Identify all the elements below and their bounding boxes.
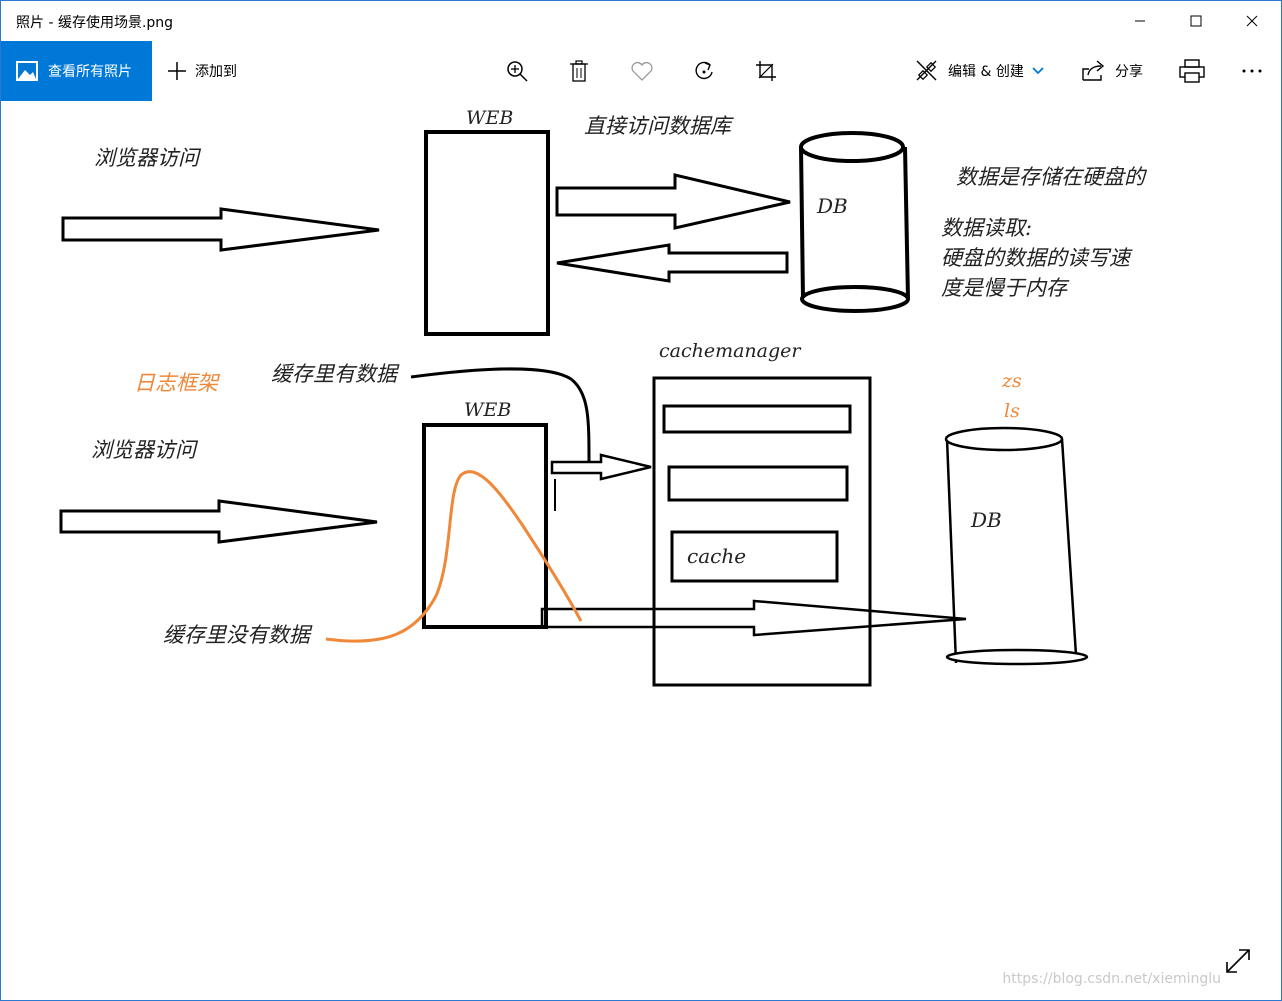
cache-has-data-label: 缓存里有数据 [271, 362, 400, 386]
minimize-icon [1135, 20, 1145, 22]
cache-no-data-label: 缓存里没有数据 [163, 623, 313, 647]
top-db-cylinder [799, 131, 910, 313]
bottom-db-cylinder [944, 426, 1089, 666]
maximize-icon [1190, 15, 1202, 27]
photo-icon [16, 61, 38, 81]
cache-slot-2 [667, 465, 849, 502]
view-all-photos-label: 查看所有照片 [48, 64, 132, 80]
minimize-button[interactable] [1111, 1, 1169, 41]
top-browser-arrow [61, 207, 380, 252]
cache-scenario-diagram: 浏览器访问 WEB 直接访问数据库 DB 数据是存储在硬盘的 数据读取: 硬盘的… [59, 107, 1148, 687]
top-browser-label: 浏览器访问 [94, 146, 202, 170]
edit-create-button[interactable]: 编辑 & 创建 [914, 41, 1044, 101]
close-icon [1246, 15, 1258, 27]
edit-create-icon [916, 60, 937, 81]
rotate-icon [695, 61, 713, 80]
maximize-button[interactable] [1167, 1, 1225, 41]
crop-icon [756, 61, 776, 81]
image-canvas[interactable]: 浏览器访问 WEB 直接访问数据库 DB 数据是存储在硬盘的 数据读取: 硬盘的… [1, 101, 1281, 1000]
watermark: https://blog.csdn.net/xieminglu [1002, 971, 1221, 987]
web-to-db-miss-arrow [540, 599, 967, 637]
bottom-web-label: WEB [464, 399, 511, 421]
bottom-browser-label: 浏览器访问 [91, 438, 199, 462]
expand-icon[interactable] [1223, 946, 1253, 976]
plus-icon [168, 62, 186, 80]
add-to-button[interactable]: 添加到 [167, 41, 237, 101]
view-all-photos-button[interactable]: 查看所有照片 [1, 41, 152, 101]
heart-icon [631, 61, 653, 81]
cache-label: cache [687, 544, 746, 568]
db-to-web-arrow [556, 243, 789, 283]
cachemanager-label: cachemanager [659, 340, 802, 362]
cache-slot-3 [670, 530, 839, 583]
zs-label: zs [1001, 370, 1022, 392]
zoom-in-icon [507, 61, 528, 82]
edit-create-label: 编辑 & 创建 [948, 64, 1024, 80]
more-icon [1242, 69, 1262, 73]
note-read-line-3: 度是慢于内存 [941, 276, 1070, 300]
note-read-line-2: 硬盘的数据的读写速 [941, 246, 1133, 270]
rotate-button[interactable] [693, 41, 715, 101]
top-web-label: WEB [466, 107, 513, 129]
favorite-button[interactable] [630, 41, 654, 101]
share-label: 分享 [1115, 64, 1143, 80]
ls-label: ls [1004, 400, 1020, 422]
log-framework-label: 日志框架 [134, 371, 221, 395]
trash-icon [570, 60, 588, 82]
note-read-title: 数据读取: [941, 216, 1032, 240]
share-button[interactable]: 分享 [1081, 41, 1143, 101]
title-bar: 照片 - 缓存使用场景.png [1, 1, 1281, 41]
crop-button[interactable] [755, 41, 777, 101]
bottom-web-server-box [422, 423, 548, 629]
cache-hit-connector [410, 367, 591, 464]
add-to-label: 添加到 [195, 64, 237, 80]
printer-icon [1179, 59, 1205, 83]
cache-miss-flow-curve [325, 470, 583, 643]
delete-button[interactable] [569, 41, 589, 101]
note-disk-storage: 数据是存储在硬盘的 [956, 165, 1148, 189]
share-icon [1082, 60, 1105, 81]
top-db-label: DB [816, 194, 848, 218]
photos-toolbar: 查看所有照片 添加到 [1, 41, 1281, 101]
top-web-server-box [424, 130, 550, 336]
bottom-db-label: DB [970, 508, 1002, 532]
web-to-db-arrow [555, 173, 791, 230]
close-button[interactable] [1223, 1, 1281, 41]
direct-db-label: 直接访问数据库 [584, 114, 734, 138]
window-title: 照片 - 缓存使用场景.png [16, 15, 174, 31]
chevron-down-icon [1032, 67, 1044, 75]
more-options-button[interactable] [1241, 41, 1263, 101]
cachemanager-box [652, 376, 872, 687]
print-button[interactable] [1179, 41, 1205, 101]
zoom-in-button[interactable] [506, 41, 528, 101]
bottom-browser-arrow [59, 499, 378, 544]
cache-slot-1 [662, 404, 852, 434]
web-to-cache-arrow [550, 453, 652, 481]
